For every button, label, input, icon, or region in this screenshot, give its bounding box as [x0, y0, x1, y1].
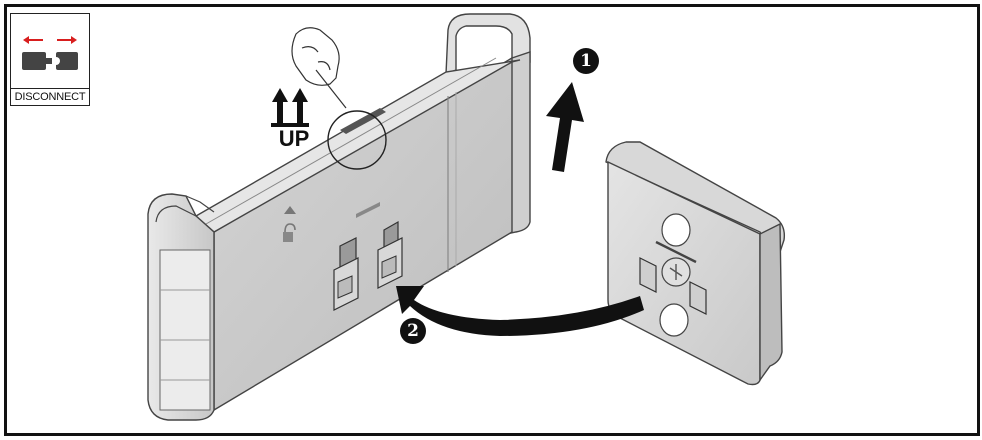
lift-arrow [546, 82, 584, 172]
disconnect-badge: DISCONNECT [10, 13, 90, 106]
disconnect-icon [22, 36, 78, 70]
attach-arrow [396, 286, 644, 336]
up-label: UP [278, 126, 310, 151]
latch-highlight-circle [327, 110, 387, 170]
receptacle-slots [333, 220, 403, 311]
hand-illustration [291, 27, 347, 109]
bracket [147, 13, 531, 421]
up-arrows [271, 88, 309, 127]
step-2-marker: 2 [400, 318, 426, 344]
step-1-marker: 1 [573, 48, 599, 74]
badge-label: DISCONNECT [11, 88, 89, 105]
mounting-plate [605, 141, 786, 386]
